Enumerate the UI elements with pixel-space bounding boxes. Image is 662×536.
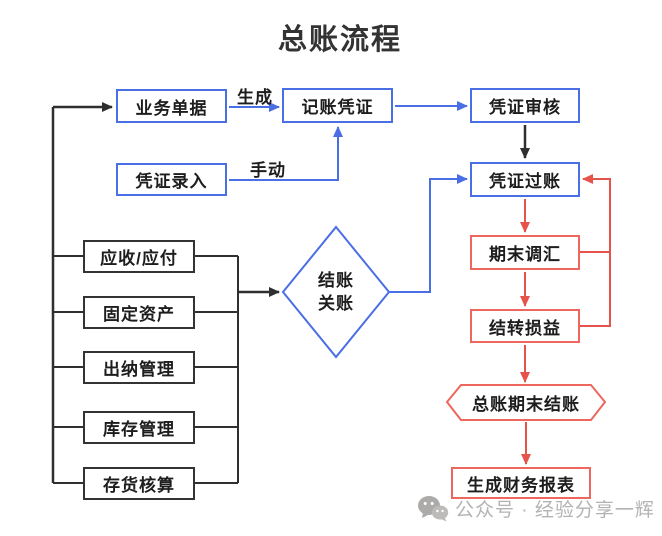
node-label: 库存管理	[103, 420, 175, 439]
node-voucher-review: 凭证审核	[470, 88, 580, 123]
node-inventory-accounting: 存货核算	[83, 467, 195, 500]
node-pl-carryforward: 结转损益	[470, 309, 580, 343]
node-business-doc: 业务单据	[116, 89, 227, 123]
node-fixed-assets: 固定资产	[83, 296, 195, 329]
node-label: 凭证过账	[489, 172, 561, 191]
node-gl-period-close-label: 总账期末结账	[472, 395, 580, 414]
node-label: 生成财务报表	[467, 475, 575, 495]
node-bookkeeping-voucher: 记账凭证	[282, 88, 393, 123]
watermark-text: 公众号 · 经验分享一辉	[455, 500, 655, 521]
node-label: 出纳管理	[103, 360, 175, 379]
node-label: 记账凭证	[301, 98, 374, 117]
node-label: 存货核算	[103, 476, 175, 495]
watermark: 公众号 · 经验分享一辉	[417, 495, 655, 522]
node-label: 凭证录入	[135, 172, 208, 191]
page-title: 总账流程	[277, 24, 402, 56]
edge-left-bus-connectors	[53, 255, 239, 484]
node-label: 结转损益	[489, 318, 561, 338]
node-closing-decision-label: 结账 关账	[283, 269, 389, 315]
closing-diamond-shape	[281, 225, 391, 359]
closing-decision-line1: 结账	[318, 271, 354, 290]
node-label: 应收/应付	[100, 249, 178, 268]
node-financial-reports: 生成财务报表	[451, 467, 591, 499]
node-label: 固定资产	[103, 305, 175, 324]
node-inventory-mgmt: 库存管理	[83, 411, 195, 444]
node-voucher-entry: 凭证录入	[116, 163, 227, 196]
wechat-icon	[418, 496, 449, 522]
node-label: 业务单据	[135, 98, 208, 118]
edge-label-generate: 生成	[237, 88, 273, 107]
node-ar-ap: 应收/应付	[83, 240, 195, 273]
node-cashier-mgmt: 出纳管理	[83, 351, 195, 384]
node-period-end-fx: 期末调汇	[470, 235, 580, 270]
closing-decision-line2: 关账	[318, 294, 354, 313]
edge-label-manual: 手动	[250, 161, 286, 180]
gl-close-hexagon-shape	[445, 384, 607, 421]
node-voucher-posting: 凭证过账	[470, 162, 580, 197]
edge-entry-to-voucher	[229, 126, 343, 181]
node-label: 期末调汇	[489, 245, 561, 264]
edge-diamond-to-posting	[389, 174, 468, 293]
node-label: 凭证审核	[489, 98, 561, 117]
